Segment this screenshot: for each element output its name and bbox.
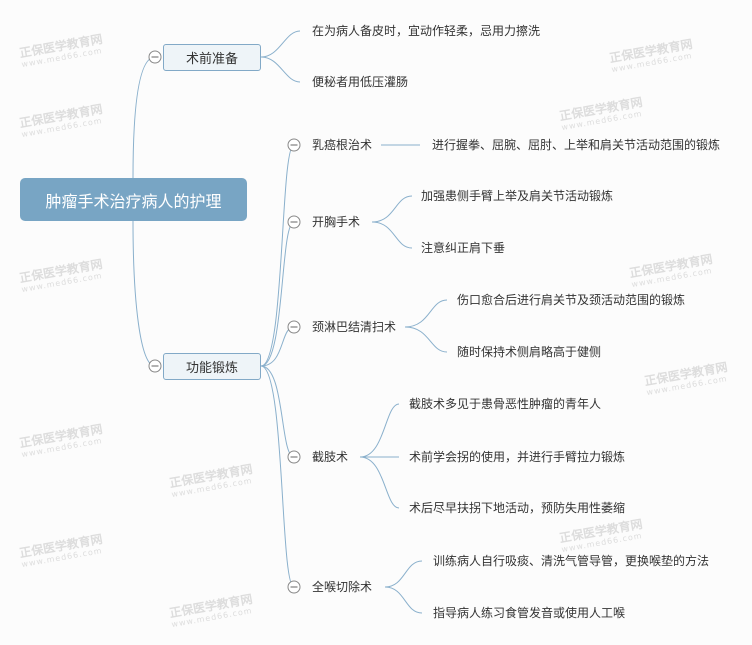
collapse-toggle-icon[interactable] [148,359,162,373]
leaf-node[interactable]: 指导病人练习食管发音或使用人工喉 [433,606,626,620]
node-mastectomy[interactable]: 乳癌根治术 [312,138,373,152]
leaf-node[interactable]: 随时保持术侧肩略高于健侧 [457,345,602,359]
node-amputation[interactable]: 截肢术 [312,450,349,464]
node-thoracotomy[interactable]: 开胸手术 [312,215,361,229]
leaf-node[interactable]: 截肢术多见于患骨恶性肿瘤的青年人 [409,397,602,411]
collapse-toggle-icon[interactable] [287,450,301,464]
collapse-toggle-icon[interactable] [287,580,301,594]
leaf-node[interactable]: 术后尽早扶拐下地活动，预防失用性萎缩 [409,501,626,515]
node-laryngectomy[interactable]: 全喉切除术 [312,580,373,594]
leaf-node[interactable]: 术前学会拐的使用，并进行手臂拉力锻炼 [409,450,626,464]
leaf-node[interactable]: 训练病人自行吸痰、清洗气管导管，更换喉垫的方法 [433,554,710,568]
leaf-node[interactable]: 便秘者用低压灌肠 [312,75,409,89]
leaf-node[interactable]: 在为病人备皮时，宜动作轻柔，忌用力擦洗 [312,24,541,38]
leaf-node[interactable]: 注意纠正肩下垂 [421,241,506,255]
node-function-exercise[interactable]: 功能锻炼 [163,353,261,380]
collapse-toggle-icon[interactable] [287,138,301,152]
node-neck-dissection[interactable]: 颈淋巴结清扫术 [312,320,397,334]
node-pre-op[interactable]: 术前准备 [163,44,261,71]
collapse-toggle-icon[interactable] [148,50,162,64]
leaf-node[interactable]: 加强患侧手臂上举及肩关节活动锻炼 [421,189,614,203]
root-node[interactable]: 肿瘤手术治疗病人的护理 [20,178,247,221]
collapse-toggle-icon[interactable] [287,215,301,229]
leaf-node[interactable]: 进行握拳、屈腕、屈肘、上举和肩关节活动范围的锻炼 [432,138,721,152]
leaf-node[interactable]: 伤口愈合后进行肩关节及颈活动范围的锻炼 [457,293,686,307]
collapse-toggle-icon[interactable] [287,320,301,334]
